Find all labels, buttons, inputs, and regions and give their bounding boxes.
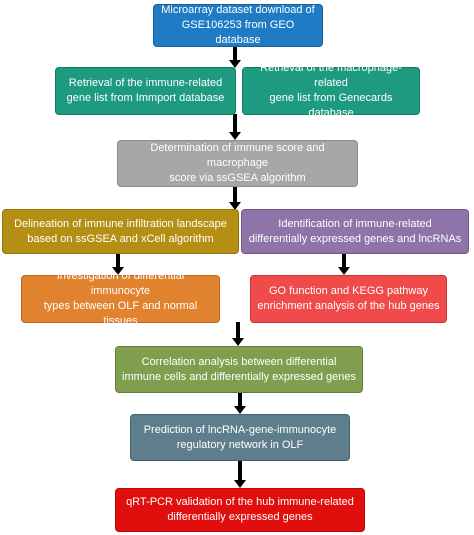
box-immunocyte-types: Investigation of differential immunocyte… bbox=[21, 270, 220, 327]
box-immune-infiltration: Delineation of immune infiltration lands… bbox=[2, 209, 239, 254]
box-immune-score: Determination of immune score and macrop… bbox=[117, 140, 358, 187]
box-correlation-analysis: Correlation analysis between differentia… bbox=[115, 346, 363, 393]
box-qrt-pcr-validation: qRT-PCR validation of the hub immune-rel… bbox=[115, 488, 365, 532]
